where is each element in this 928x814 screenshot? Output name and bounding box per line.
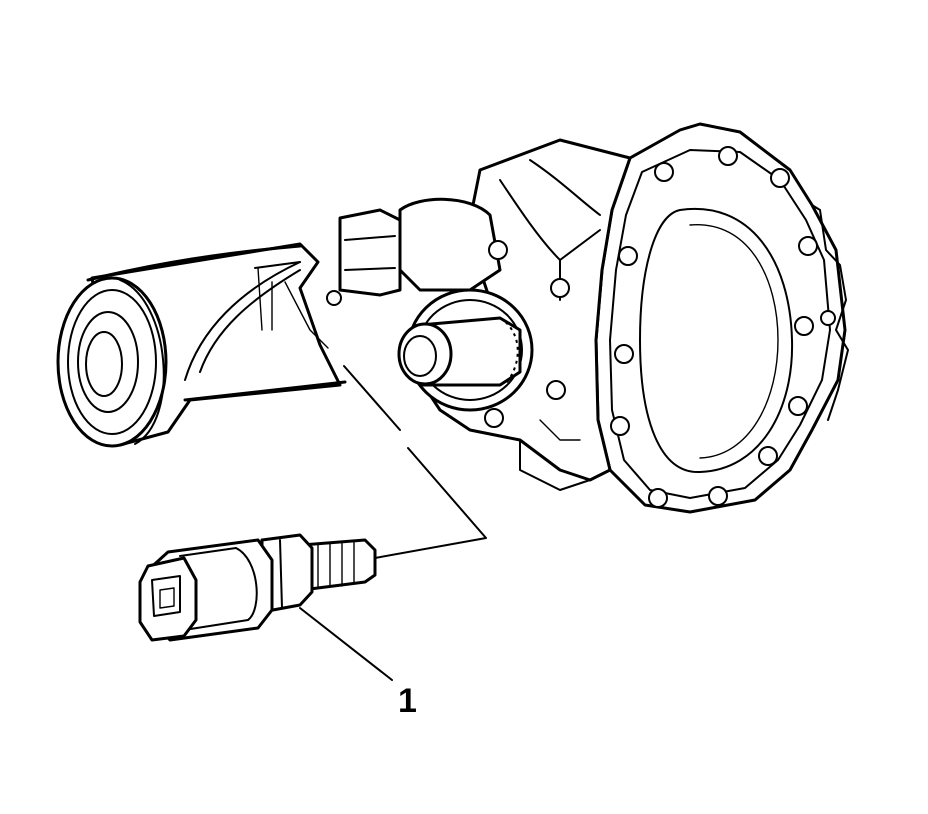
differential-housing: [338, 122, 849, 514]
installation-guide-lines: [343, 365, 487, 559]
sensor: [138, 533, 393, 681]
callout-label-1: 1: [398, 682, 417, 720]
cover-bolts: [326, 146, 836, 508]
axle-bearing: [56, 276, 168, 448]
